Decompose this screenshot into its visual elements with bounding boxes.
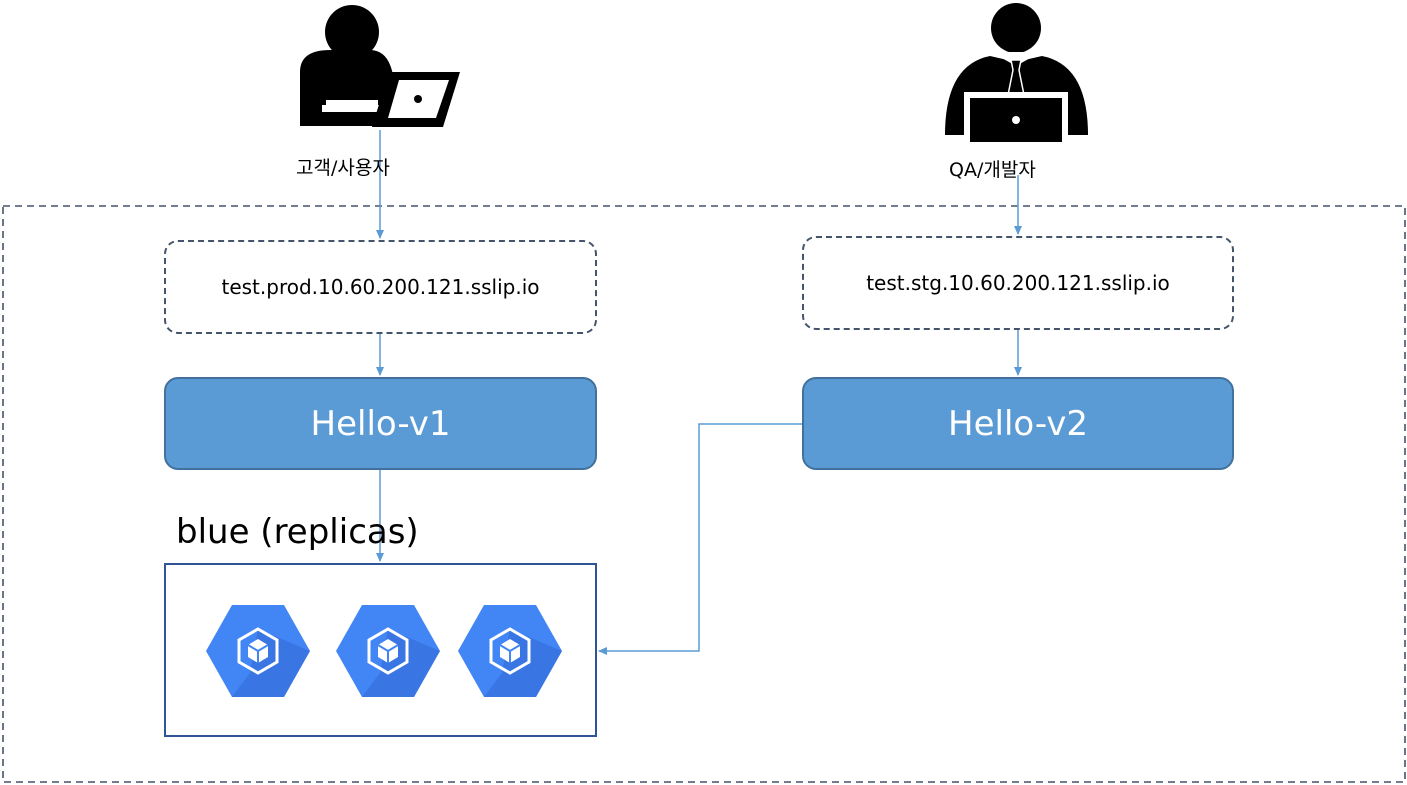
replicas-container	[164, 563, 597, 737]
customer-laptop-icon	[300, 5, 460, 127]
cluster-boundary	[2, 205, 1406, 783]
customer-label: 고객/사용자	[296, 157, 390, 179]
prod-host-box: test.prod.10.60.200.121.sslip.io	[164, 240, 597, 334]
hello-v2-service: Hello-v2	[802, 377, 1234, 470]
prod-host-label: test.prod.10.60.200.121.sslip.io	[221, 275, 540, 299]
developer-laptop-icon	[945, 3, 1088, 142]
hello-v2-label: Hello-v2	[948, 403, 1088, 444]
kubernetes-engine-icon	[336, 605, 440, 697]
kubernetes-engine-icon	[458, 605, 562, 697]
stg-host-label: test.stg.10.60.200.121.sslip.io	[866, 271, 1170, 295]
hello-v1-service: Hello-v1	[164, 377, 597, 470]
developer-label: QA/개발자	[949, 159, 1036, 181]
connectors	[376, 130, 1022, 655]
stg-host-box: test.stg.10.60.200.121.sslip.io	[802, 236, 1234, 330]
replicas-title: blue (replicas)	[176, 512, 419, 552]
hello-v1-label: Hello-v1	[310, 403, 451, 444]
arrow-v2-to-replicas	[598, 423, 802, 655]
kubernetes-engine-icon	[206, 605, 310, 697]
